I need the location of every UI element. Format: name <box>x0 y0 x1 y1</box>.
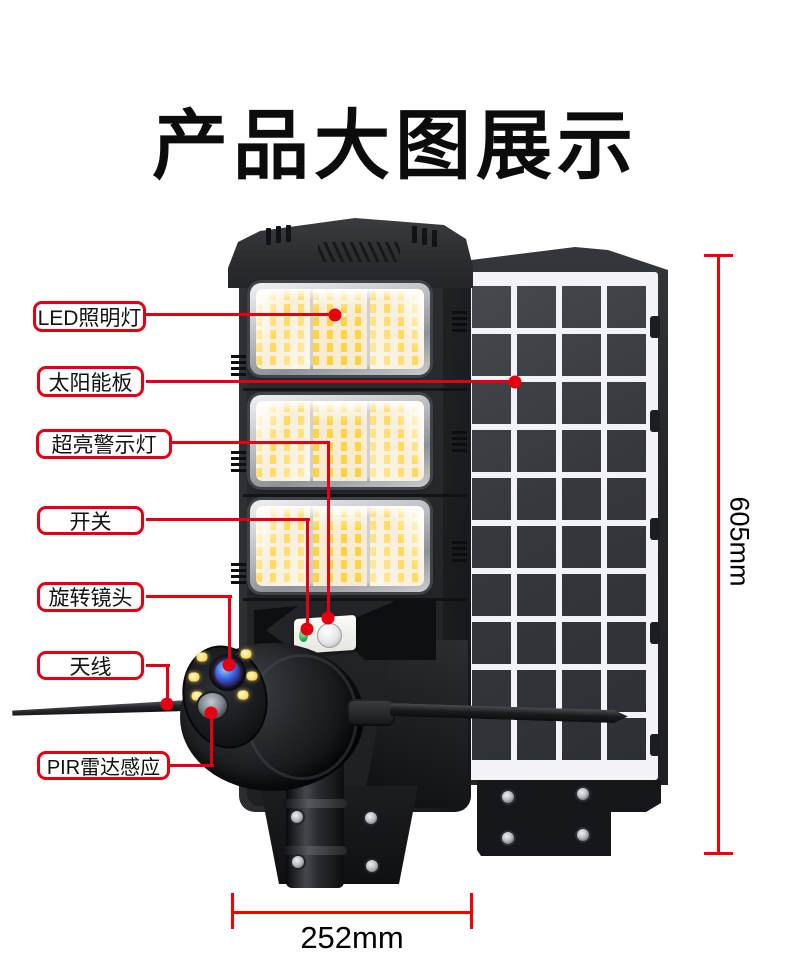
antenna-joint <box>347 699 395 726</box>
led-array <box>313 506 367 586</box>
callout-line-antenna <box>146 664 170 667</box>
led-panel-1 <box>250 283 430 375</box>
callout-dot-led-light <box>328 308 342 322</box>
callout-line-rotating-lens <box>146 595 232 598</box>
led-array <box>256 289 310 369</box>
screw <box>500 830 516 846</box>
callout-label-solar-panel: 太阳能板 <box>37 366 144 397</box>
bolt <box>364 858 380 874</box>
callout-label-led-light: LED照明灯 <box>33 301 146 332</box>
camera-led <box>237 690 249 700</box>
callout-dot-switch <box>300 622 314 636</box>
callout-line-pir-radar <box>146 764 214 767</box>
callout-line-warning-light <box>327 441 330 618</box>
solar-panel-clip <box>650 622 660 644</box>
side-vent <box>452 428 467 452</box>
width-dimension-line <box>232 911 472 914</box>
led-array <box>313 289 367 369</box>
lamp-cap-groove <box>422 228 427 245</box>
callout-label-rotating-lens: 旋转镜头 <box>37 582 144 612</box>
height-dimension-cap-bottom <box>704 852 733 855</box>
side-vent <box>231 448 246 472</box>
height-dimension-cap-top <box>704 254 733 257</box>
led-panel-3 <box>250 500 430 592</box>
page-title: 产品大图展示 <box>152 104 638 189</box>
camera-led <box>240 649 252 659</box>
callout-dot-solar-panel <box>508 375 522 389</box>
lamp-seam <box>243 494 467 497</box>
side-vent <box>452 538 467 562</box>
led-array <box>370 401 424 481</box>
bolt <box>289 809 305 825</box>
callout-line-warning-light <box>172 441 330 444</box>
callout-label-warning-light: 超亮警示灯 <box>36 429 172 459</box>
glass-glare <box>256 289 424 300</box>
solar-panel-cells <box>466 286 646 766</box>
glass-glare <box>256 401 424 412</box>
callout-line-led-light <box>146 313 337 316</box>
lamp-cap-groove <box>412 226 417 243</box>
pole-clamp <box>283 846 347 855</box>
width-dimension-cap-left <box>231 893 234 929</box>
callout-line-switch <box>306 518 309 630</box>
callout-line-rotating-lens <box>228 595 231 665</box>
screw <box>500 789 516 805</box>
width-dimension-value: 252mm <box>300 920 404 955</box>
callout-line-switch <box>146 518 310 521</box>
callout-line-solar-panel <box>146 380 515 383</box>
lamp-cap-groove <box>276 226 281 243</box>
height-dimension-line <box>717 256 720 854</box>
bolt <box>363 810 379 826</box>
camera-led <box>196 652 208 662</box>
width-dimension-cap-right <box>470 893 473 929</box>
bolt <box>290 854 306 870</box>
led-array <box>370 506 424 586</box>
screw <box>575 786 591 802</box>
solar-panel-clip <box>650 410 660 432</box>
callout-dot-rotating-lens <box>222 658 236 672</box>
lamp-cap-groove <box>266 228 271 245</box>
lamp-seam <box>243 388 467 391</box>
callout-line-antenna <box>166 664 169 705</box>
solar-panel-clip <box>650 316 660 338</box>
solar-panel-clip <box>650 518 660 540</box>
side-vent <box>231 352 246 376</box>
callout-label-antenna: 天线 <box>37 651 144 680</box>
callout-line-pir-radar <box>210 712 213 767</box>
camera-led <box>246 671 258 681</box>
callout-dot-antenna <box>160 697 174 711</box>
callout-label-switch: 开关 <box>37 506 144 535</box>
callout-dot-warning-light <box>321 611 335 625</box>
lamp-cap-groove <box>286 225 291 242</box>
side-vent <box>231 560 246 584</box>
pole-clamp <box>283 799 347 808</box>
height-dimension-value: 605mm <box>724 496 755 587</box>
lamp-seam <box>243 598 467 601</box>
power-button[interactable] <box>317 623 342 648</box>
screw <box>575 827 591 843</box>
callout-dot-pir-radar <box>204 706 218 720</box>
lamp-cap-vents <box>318 242 400 262</box>
glass-glare <box>256 506 424 517</box>
camera-led <box>188 672 200 682</box>
lamp-cap-groove <box>432 230 437 247</box>
camera-led <box>191 691 203 701</box>
indicator-led <box>299 629 308 642</box>
led-array <box>370 289 424 369</box>
led-panel-1-window <box>256 289 424 369</box>
side-vent <box>452 308 467 332</box>
solar-panel-clip <box>650 734 660 756</box>
callout-label-pir-radar: PIR雷达感应 <box>37 751 170 780</box>
